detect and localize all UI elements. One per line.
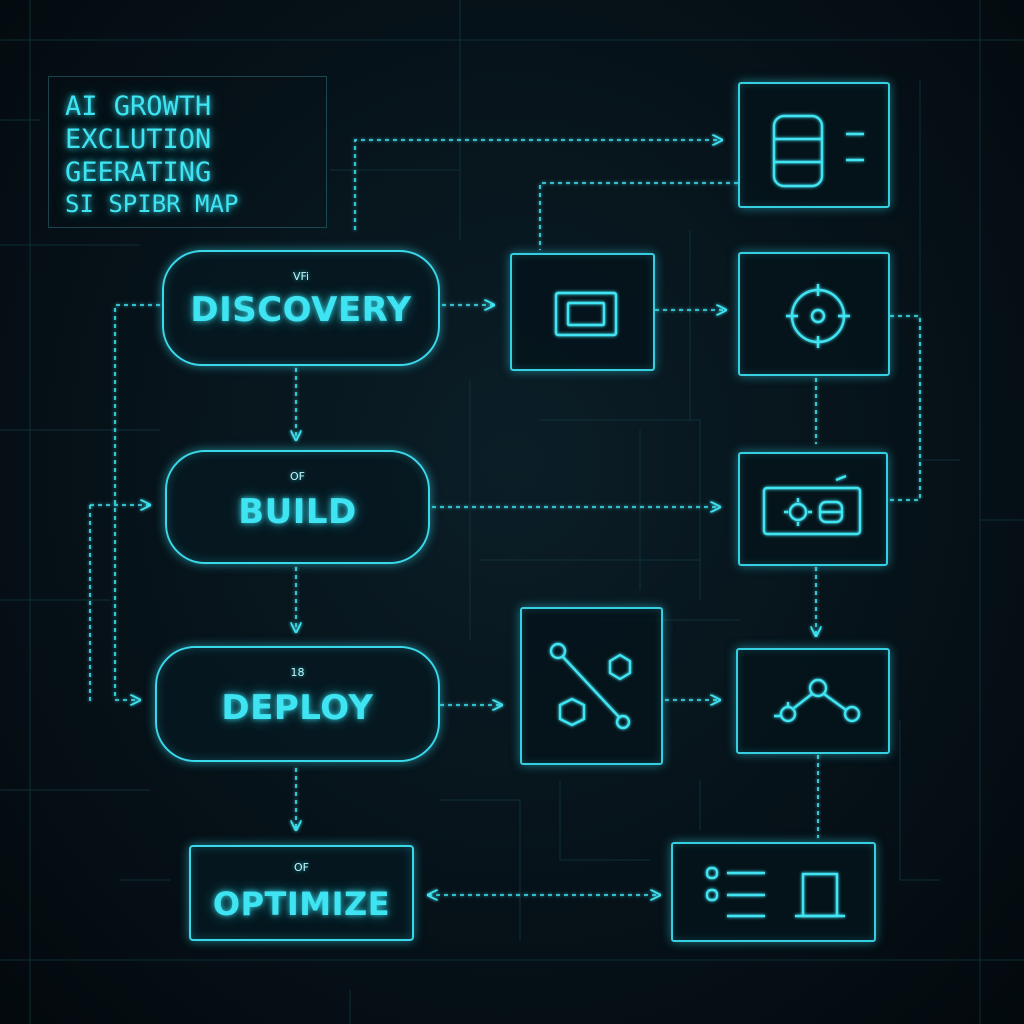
node-settings-panel[interactable] [738,452,888,566]
gear-toggle-icon [762,474,862,536]
stage-discovery-tag: VFi [292,270,310,283]
stage-build-label: BUILD [238,492,357,532]
node-graph-icon [774,678,861,723]
stage-discovery[interactable]: VFi DISCOVERY [162,250,440,366]
stage-optimize[interactable]: OF OPTIMIZE [189,845,414,941]
stage-discovery-label: DISCOVERY [190,290,412,330]
stage-deploy-label: DEPLOY [221,688,374,728]
stage-optimize-label: OPTIMIZE [212,885,391,923]
stage-build[interactable]: OF BUILD [165,450,430,564]
node-dashboard[interactable] [671,842,876,942]
node-target[interactable] [738,252,890,376]
stage-optimize-tag: OF [294,861,309,874]
stage-build-tag: OF [290,470,305,483]
title-line-3: GEERATING [65,157,212,188]
stage-deploy[interactable]: 18 DEPLOY [155,646,440,762]
title-line-4: SI SPIBR MAP [65,190,239,218]
database-icon [772,114,864,188]
node-analytics[interactable] [736,648,890,754]
checklist-icon [705,866,845,918]
network-graph-icon [549,642,632,730]
flow-connectors [89,140,921,895]
target-icon [786,284,850,348]
title-block: AI GROWTH EXCLUTION GEERATING SI SPIBR M… [48,76,327,228]
node-window[interactable] [510,253,655,371]
window-icon [554,291,618,337]
stage-deploy-tag: 18 [290,666,305,679]
node-network[interactable] [520,607,663,765]
node-database[interactable] [738,82,890,208]
title-line-2: EXCLUTION [65,124,212,155]
title-line-1: AI GROWTH [65,91,212,122]
